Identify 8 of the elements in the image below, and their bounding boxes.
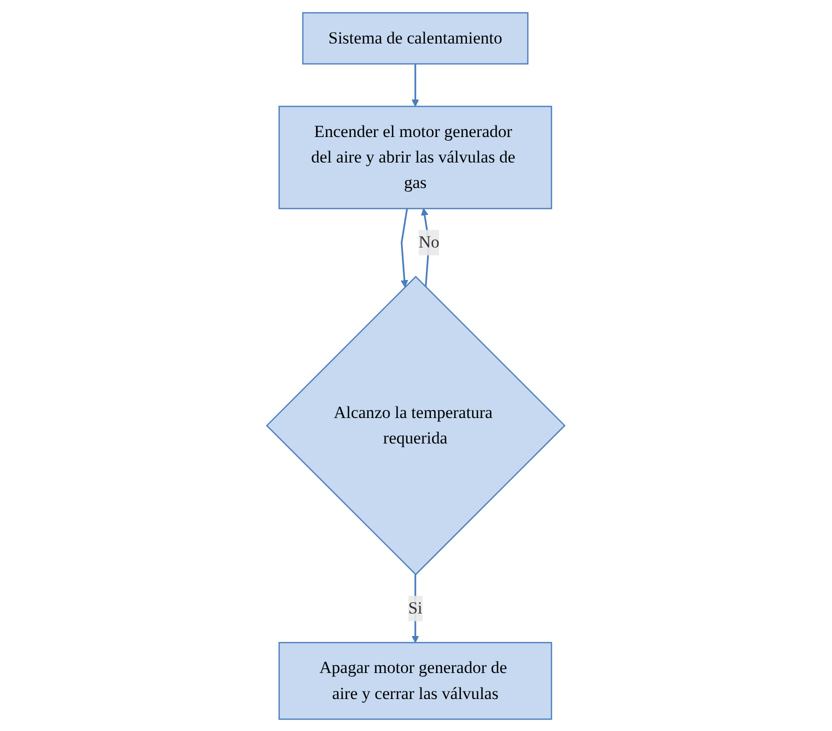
- edge-label: No: [418, 232, 440, 252]
- node-diamond: Alcanzo la temperatura requerida: [266, 275, 566, 575]
- arrow: [412, 63, 420, 106]
- node-box: Encender el motor generador del aire y abrir las válvulas de gas: [278, 105, 552, 209]
- node-box: Sistema de calentamiento: [302, 12, 529, 64]
- edge-label: Si: [408, 598, 423, 618]
- node-box: Apagar motor generador de aire y cerrar las válvulas: [278, 641, 552, 720]
- arrow: [400, 208, 408, 287]
